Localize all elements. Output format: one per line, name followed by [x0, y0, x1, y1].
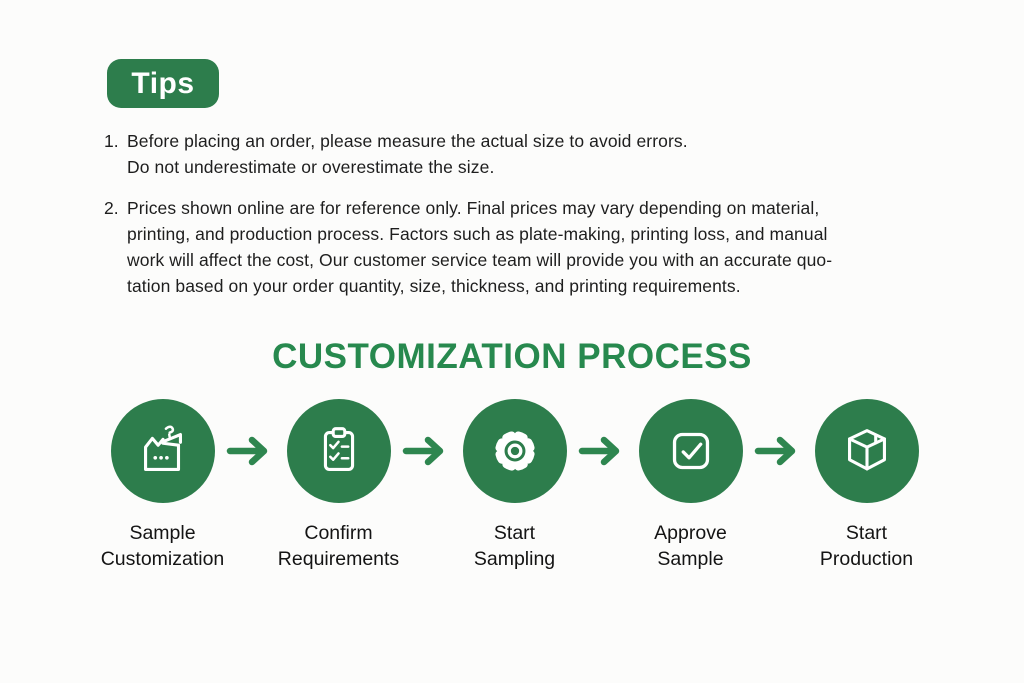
- step-label-line: Approve: [654, 522, 727, 544]
- tip-line: Do not underestimate or overestimate the…: [127, 157, 495, 177]
- check-square-icon: [660, 420, 722, 482]
- right-arrow-icon: [226, 436, 268, 466]
- step-label-line: Start: [845, 522, 888, 544]
- sample-box-icon: [132, 420, 194, 482]
- clipboard-checklist-icon: [308, 420, 370, 482]
- tips-list: 1. Before placing an order, please measu…: [104, 128, 924, 314]
- tip-item-1: 1. Before placing an order, please measu…: [104, 128, 924, 180]
- process-title: CUSTOMIZATION PROCESS: [272, 337, 752, 376]
- tip-line: printing, and production process. Factor…: [127, 224, 828, 244]
- step-circle: [110, 399, 215, 503]
- process-flow: Sample Customization: [92, 399, 938, 572]
- step-label-line: Start: [493, 522, 536, 544]
- tip-number: 1.: [104, 131, 119, 151]
- right-arrow-icon: [754, 436, 796, 466]
- step-label: Confirm Requirements: [278, 520, 399, 572]
- step-label-line: Requirements: [277, 548, 400, 570]
- tip-text: Prices shown online are for reference on…: [127, 195, 832, 299]
- step-label: Approve Sample: [654, 520, 727, 572]
- process-step-sample-customization: Sample Customization: [92, 399, 233, 572]
- step-circle: [814, 399, 919, 503]
- step-label-line: Production: [819, 548, 914, 570]
- tip-line: Before placing an order, please measure …: [127, 131, 688, 151]
- tip-text: Before placing an order, please measure …: [127, 128, 688, 180]
- tip-item-2: 2. Prices shown online are for reference…: [104, 195, 924, 299]
- tip-line: Prices shown online are for reference on…: [127, 198, 820, 218]
- tips-badge: Tips: [107, 59, 219, 108]
- step-label-line: Customization: [100, 548, 225, 570]
- right-arrow-icon: [578, 436, 620, 466]
- step-label: Start Sampling: [474, 520, 555, 572]
- step-label-line: Confirm: [304, 522, 373, 544]
- tip-line: tation based on your order quantity, siz…: [127, 276, 741, 296]
- process-step-approve-sample: Approve Sample: [620, 399, 761, 572]
- gear-icon: [484, 420, 546, 482]
- tip-line: work will affect the cost, Our customer …: [127, 250, 833, 270]
- step-label-line: Sample: [657, 548, 724, 570]
- step-circle: [638, 399, 743, 503]
- process-step-start-sampling: Start Sampling: [444, 399, 585, 572]
- step-circle: [286, 399, 391, 503]
- step-label-line: Sample: [129, 522, 196, 544]
- process-step-start-production: Start Production: [796, 399, 937, 572]
- right-arrow-icon: [402, 436, 444, 466]
- step-label-line: Sampling: [473, 548, 556, 570]
- tip-number: 2.: [104, 198, 119, 218]
- process-step-confirm-requirements: Confirm Requirements: [268, 399, 409, 572]
- step-label: Start Production: [820, 520, 913, 572]
- package-box-icon: [836, 420, 898, 482]
- step-label: Sample Customization: [101, 520, 225, 572]
- step-circle: [462, 399, 567, 503]
